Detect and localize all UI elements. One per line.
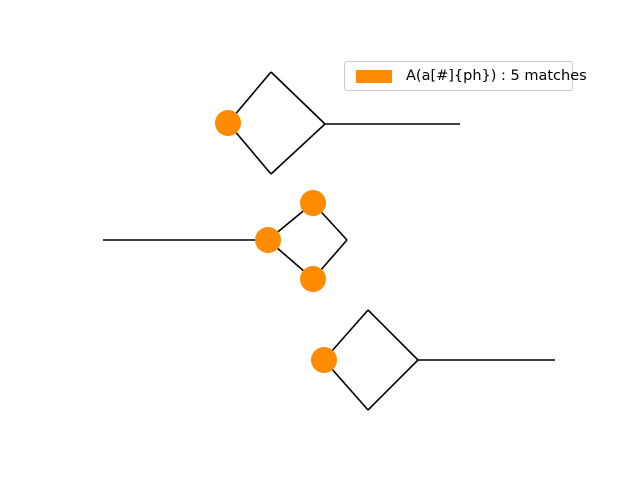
highlighted-atom	[300, 266, 326, 292]
highlighted-atom	[215, 110, 241, 136]
atom-layer	[215, 110, 337, 373]
legend-label: A(a[#]{ph}) : 5 matches	[406, 67, 587, 84]
highlighted-atom	[311, 347, 337, 373]
bond	[270, 123, 326, 175]
highlighted-atom	[300, 190, 326, 216]
legend[interactable]: A(a[#]{ph}) : 5 matches	[344, 61, 587, 91]
bond	[367, 309, 419, 361]
bond	[367, 359, 419, 411]
legend-swatch-icon	[356, 69, 392, 83]
bond	[270, 71, 326, 125]
highlighted-atom	[255, 227, 281, 253]
